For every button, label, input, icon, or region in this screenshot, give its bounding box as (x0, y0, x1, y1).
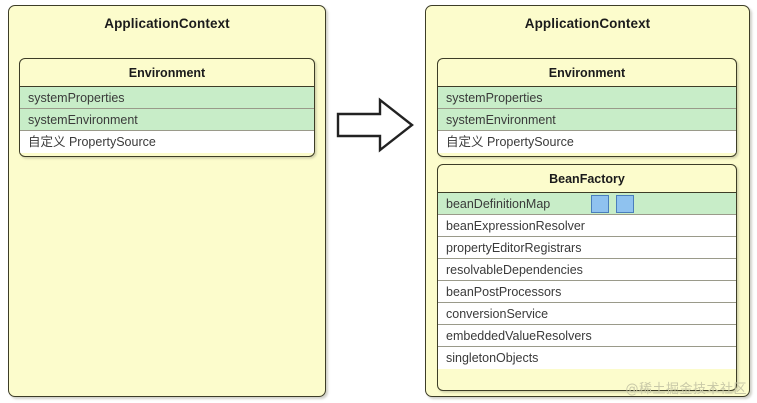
left-environment-box: Environment systemProperties systemEnviro… (19, 58, 315, 157)
left-environment-title: Environment (128, 66, 206, 80)
property-row-label: systemProperties (446, 91, 543, 105)
property-row: systemProperties (20, 87, 314, 109)
bean-definition-square-icon (616, 195, 634, 213)
right-environment-box: Environment systemProperties systemEnviro… (437, 58, 737, 157)
right-environment-rows: systemProperties systemEnvironment 自定义 Pro… (438, 86, 736, 153)
bean-factory-title: BeanFactory (549, 172, 625, 186)
property-row: systemEnvironment (20, 109, 314, 131)
property-row: conversionService (438, 303, 736, 325)
right-panel-title: ApplicationContext (524, 16, 651, 31)
property-row: systemEnvironment (438, 109, 736, 131)
left-panel-title: ApplicationContext (104, 16, 230, 31)
property-row-label: singletonObjects (446, 351, 539, 365)
right-environment-title: Environment (548, 66, 626, 80)
property-row-label: resolvableDependencies (446, 263, 583, 277)
property-row: 自定义 PropertySource (20, 131, 314, 153)
watermark-text: @稀土掘金技术社区 (625, 382, 747, 397)
bean-definition-badges (591, 195, 634, 213)
property-row-label: embeddedValueResolvers (446, 329, 592, 343)
property-row: propertyEditorRegistrars (438, 237, 736, 259)
property-row: beanPostProcessors (438, 281, 736, 303)
property-row-label: propertyEditorRegistrars (446, 241, 582, 255)
property-row-label: 自定义 PropertySource (446, 135, 574, 149)
property-row-label: systemEnvironment (446, 113, 556, 127)
right-application-context-panel: ApplicationContext Environment systemPro… (425, 5, 750, 397)
property-row: singletonObjects (438, 347, 736, 369)
left-environment-rows: systemProperties systemEnvironment 自定义 Pro… (20, 86, 314, 153)
bean-factory-box: BeanFactory beanDefinitionMap beanExpress… (437, 164, 737, 391)
property-row-label: beanPostProcessors (446, 285, 562, 299)
property-row: resolvableDependencies (438, 259, 736, 281)
property-row-label: 自定义 PropertySource (28, 135, 156, 149)
left-application-context-panel: ApplicationContext Environment systemPro… (8, 5, 326, 397)
property-row-label: beanExpressionResolver (446, 219, 585, 233)
property-row-label: beanDefinitionMap (446, 197, 551, 211)
bean-definition-square-icon (591, 195, 609, 213)
right-arrow-icon (336, 96, 414, 154)
property-row: beanDefinitionMap (438, 193, 736, 215)
property-row: beanExpressionResolver (438, 215, 736, 237)
property-row-label: conversionService (446, 307, 549, 321)
bean-factory-rows: beanDefinitionMap beanExpressionResolver p… (438, 192, 736, 369)
property-row: embeddedValueResolvers (438, 325, 736, 347)
property-row: systemProperties (438, 87, 736, 109)
property-row: 自定义 PropertySource (438, 131, 736, 153)
property-row-label: systemProperties (28, 91, 125, 105)
property-row-label: systemEnvironment (28, 113, 138, 127)
